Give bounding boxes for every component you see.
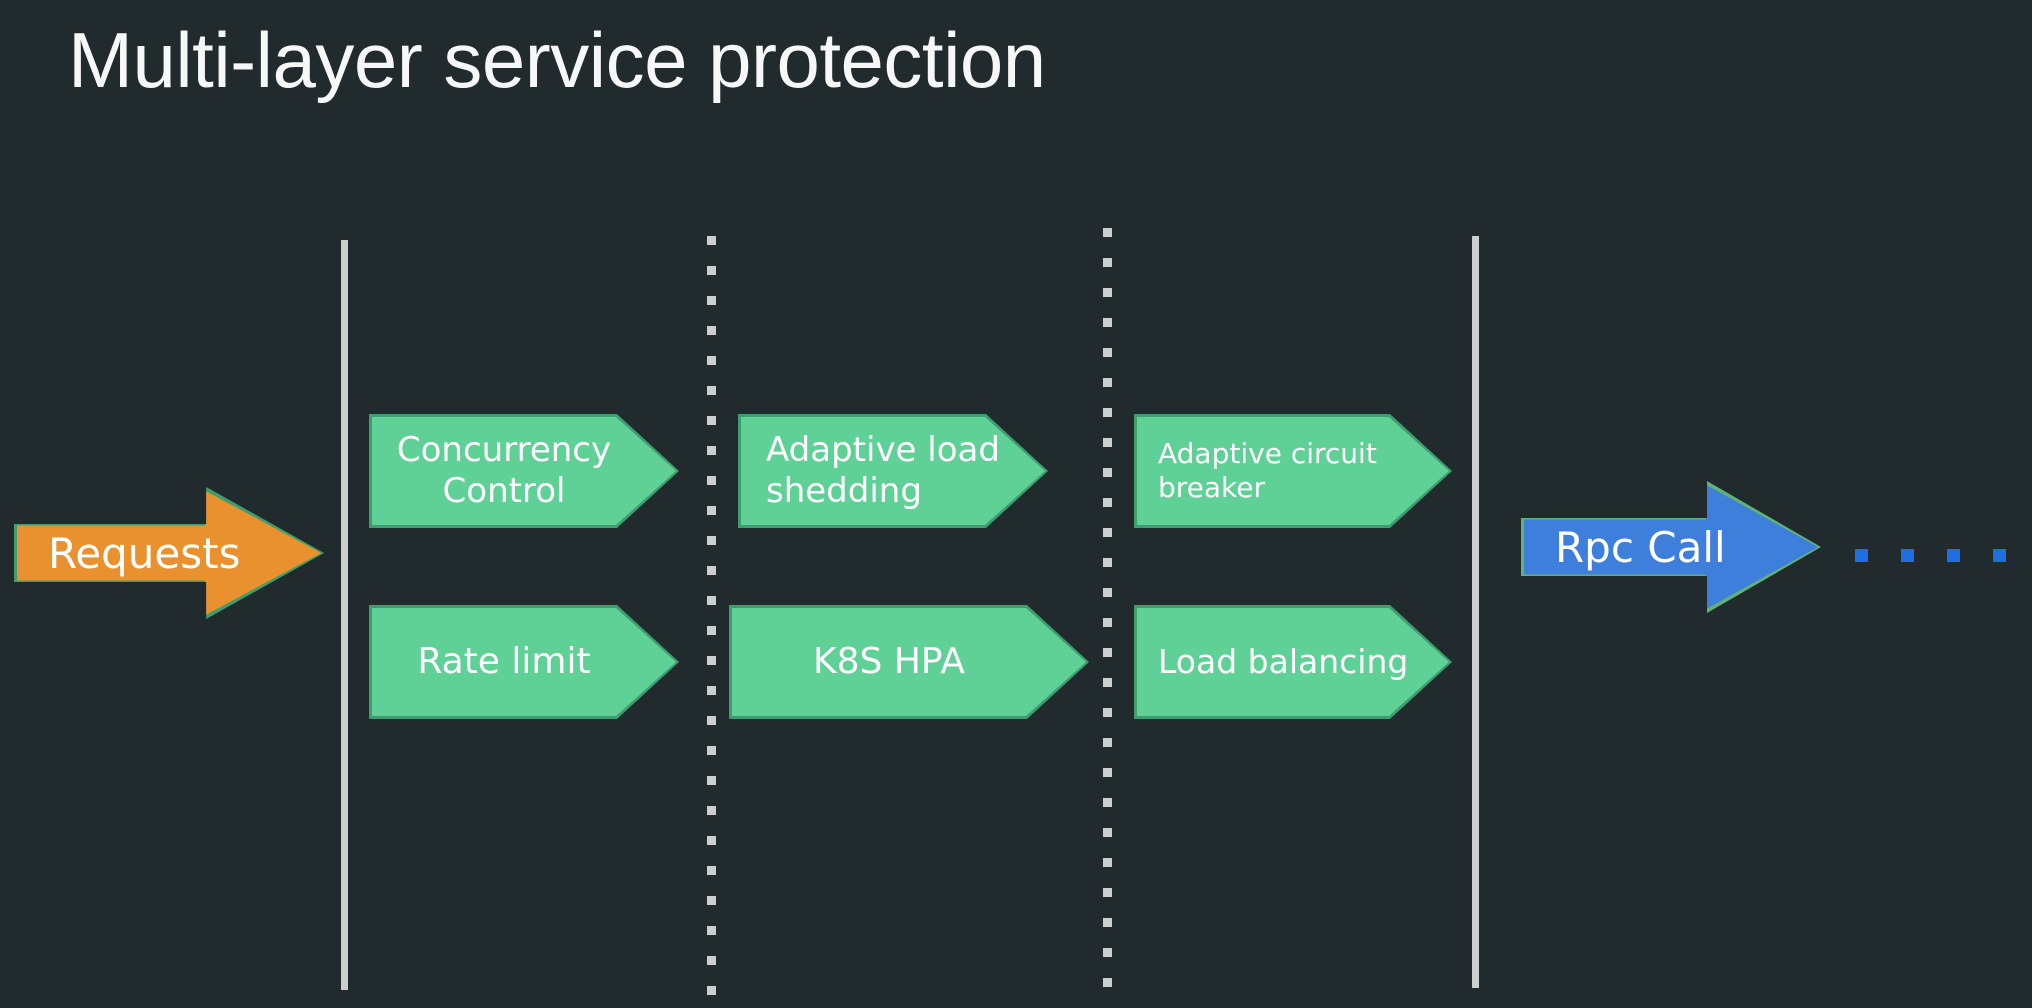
stage-2-top-arrow-fill [741,417,1045,525]
continuation-dot [1947,549,1960,562]
stage-2-bottom-arrow-fill [732,608,1086,716]
divider-1-dotted [707,236,716,996]
stage-2-bottom-arrow[interactable]: K8S HPA [729,605,1089,719]
stage-3-bottom-arrow[interactable]: Load balancing [1134,605,1452,719]
continuation-dot [1901,549,1914,562]
stage-3-bottom-arrow-fill [1137,608,1449,716]
stage-1-top-arrow-label: Concurrency Control [396,429,612,511]
rpc-call-arrow[interactable]: Rpc Call [1521,481,1821,613]
continuation-dot [1855,549,1868,562]
stage-1-bottom-arrow[interactable]: Rate limit [369,605,679,719]
continuation-dot [1993,549,2006,562]
stage-3-top-arrow-label: Adaptive circuit breaker [1158,436,1377,504]
stage-3-top-arrow[interactable]: Adaptive circuit breaker [1134,414,1452,528]
stage-1-bottom-arrow-fill [372,608,676,716]
stage-2-top-arrow[interactable]: Adaptive load shedding [738,414,1048,528]
requests-arrow[interactable]: Requests [14,487,324,619]
continuation-dots [1855,549,2006,562]
stage-2-top-arrow-label: Adaptive load shedding [766,429,1000,511]
left-solid-line [341,240,348,990]
rpc-call-arrow-label: Rpc Call [1555,522,1726,572]
stage-3-bottom-arrow-label: Load balancing [1158,641,1409,681]
page-title: Multi-layer service protection [68,16,1046,104]
right-solid-line [1472,236,1479,988]
stage-1-top-arrow-fill [372,417,676,525]
stage-2-bottom-arrow-label: K8S HPA [813,641,965,683]
stage-3-top-arrow-fill [1137,417,1449,525]
divider-2-dotted [1103,228,1112,994]
stage-1-top-arrow[interactable]: Concurrency Control [369,414,679,528]
stage-1-bottom-arrow-label: Rate limit [417,641,591,683]
requests-arrow-label: Requests [48,528,241,578]
